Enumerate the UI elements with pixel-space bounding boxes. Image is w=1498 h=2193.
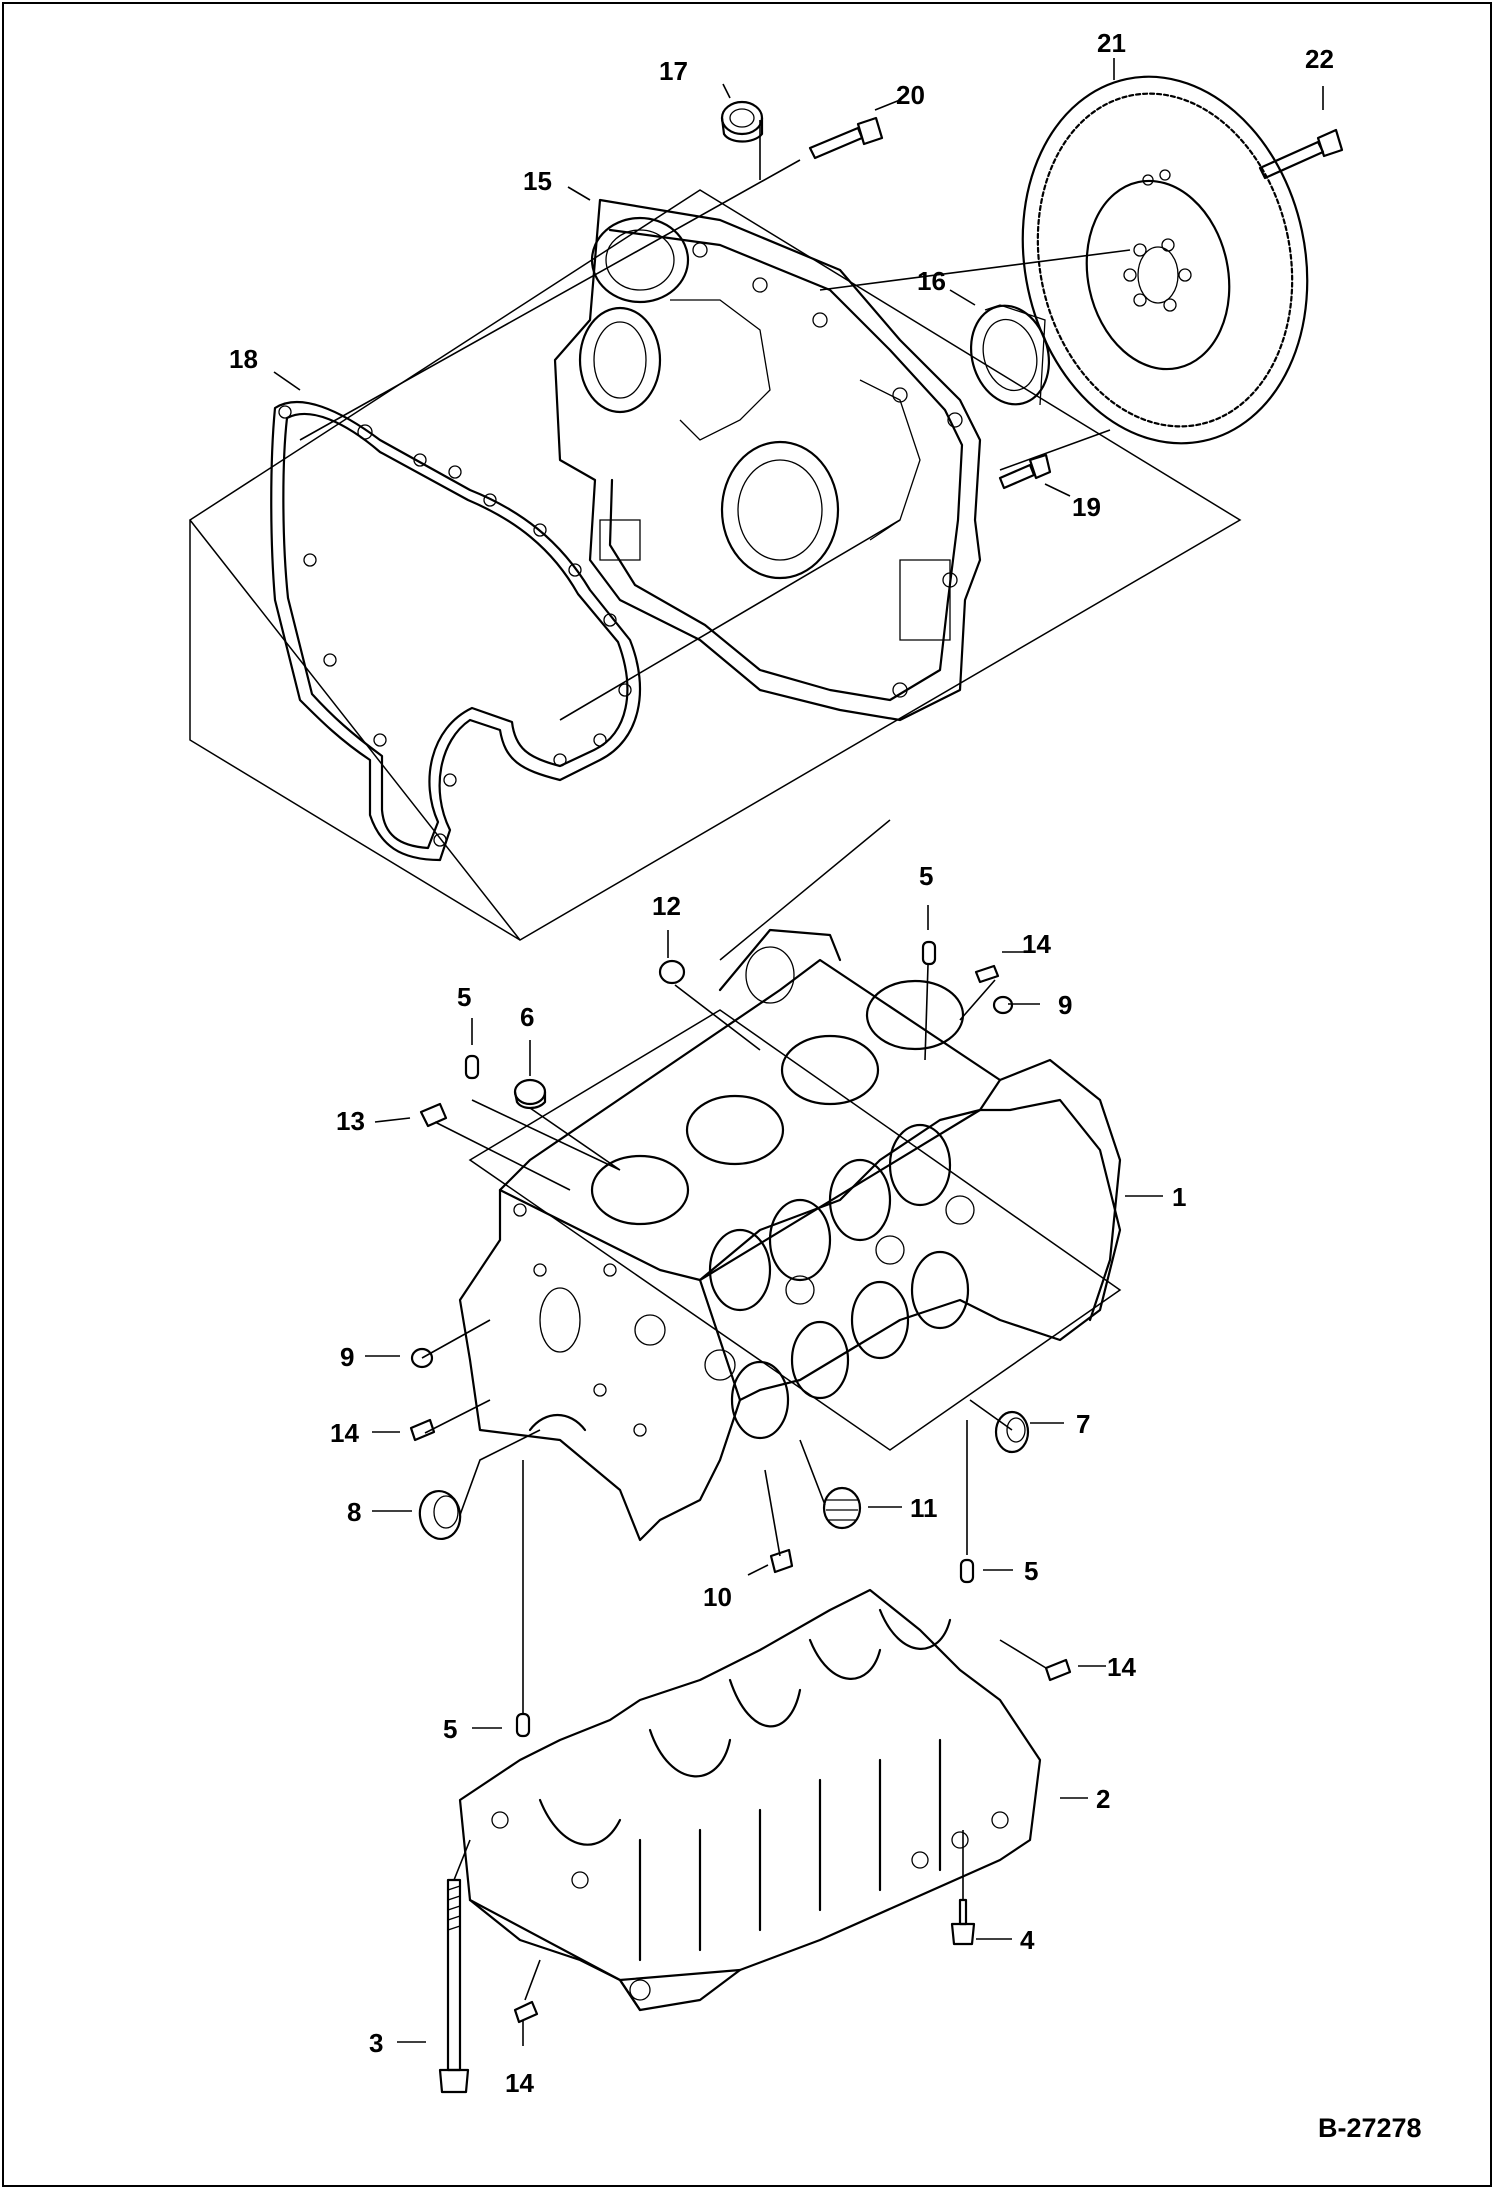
callout-12: 12 — [652, 891, 681, 921]
dowel-pin-left — [464, 1054, 480, 1080]
plug-10 — [769, 1548, 794, 1574]
drawing-reference: B-27278 — [1318, 2113, 1422, 2143]
oil-seal-small — [720, 100, 764, 143]
callout-14a: 14 — [1022, 929, 1051, 959]
flywheel — [1021, 75, 1309, 445]
seal-9-left — [410, 1347, 434, 1369]
callout-18: 18 — [229, 344, 258, 374]
callout-5b: 5 — [457, 982, 471, 1012]
callout-5c: 5 — [1024, 1556, 1038, 1586]
plug-13 — [419, 1102, 448, 1128]
flywheel-housing — [553, 198, 982, 722]
block-assembly-outline — [468, 819, 1122, 1451]
seal-8 — [418, 1490, 462, 1540]
callout-14d: 14 — [505, 2068, 534, 2098]
housing-lower-bolt — [998, 453, 1052, 490]
long-bolt-3 — [438, 1878, 470, 2094]
pin-14-bottom — [513, 2000, 539, 2024]
plug-11 — [822, 1486, 862, 1530]
dowel-pin-lower-right — [959, 1558, 975, 1584]
pin-14-right — [1044, 1658, 1072, 1682]
callout-6: 6 — [520, 1002, 534, 1032]
callout-1: 1 — [1172, 1182, 1186, 1212]
callout-labels: 1 2 3 4 5 5 5 5 6 7 8 9 9 10 11 12 13 14… — [229, 28, 1334, 2098]
dowel-pin-top-right — [921, 940, 937, 966]
callout-14c: 14 — [1107, 1652, 1136, 1682]
callout-3: 3 — [369, 2028, 383, 2058]
callout-14b: 14 — [330, 1418, 359, 1448]
callout-2: 2 — [1096, 1784, 1110, 1814]
flywheel-bolt — [1258, 128, 1344, 180]
upper-assembly-outline — [188, 189, 1242, 941]
callout-5a: 5 — [919, 861, 933, 891]
pin-14-top — [974, 964, 1000, 984]
callout-13: 13 — [336, 1106, 365, 1136]
plug-12 — [658, 959, 686, 985]
crankcase-bedplate — [458, 1588, 1042, 2012]
callout-19: 19 — [1072, 492, 1101, 522]
housing-bolt — [808, 116, 884, 160]
callout-10: 10 — [703, 1582, 732, 1612]
callout-9b: 9 — [340, 1342, 354, 1372]
callout-7: 7 — [1076, 1409, 1090, 1439]
callout-9a: 9 — [1058, 990, 1072, 1020]
callout-22: 22 — [1305, 44, 1334, 74]
callout-8: 8 — [347, 1497, 361, 1527]
callout-20: 20 — [896, 80, 925, 110]
callout-leaders — [273, 58, 1324, 2046]
cylinder-block — [458, 928, 1122, 1542]
seal-9-top — [992, 995, 1014, 1015]
pin-14-left — [409, 1418, 436, 1442]
seal-7 — [994, 1410, 1030, 1454]
callout-11: 11 — [910, 1493, 938, 1523]
callout-15: 15 — [523, 166, 552, 196]
callout-5d: 5 — [443, 1714, 457, 1744]
callout-21: 21 — [1097, 28, 1126, 58]
dowel-pin-lower-left — [515, 1712, 531, 1738]
callout-17: 17 — [659, 56, 688, 86]
front-cover-gasket — [270, 400, 642, 862]
plug-6 — [513, 1078, 547, 1110]
bolt-4 — [950, 1898, 976, 1946]
crankshaft-rear-seal — [969, 304, 1051, 406]
callout-16: 16 — [917, 266, 946, 296]
callout-4: 4 — [1020, 1925, 1035, 1955]
